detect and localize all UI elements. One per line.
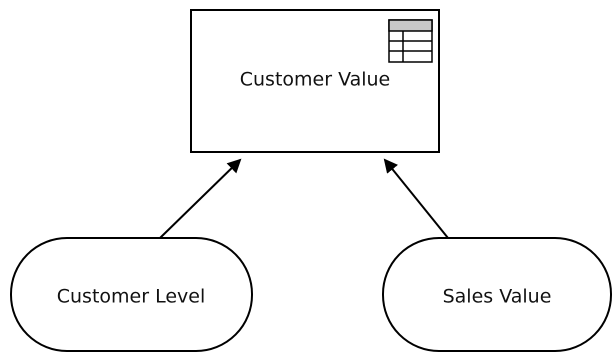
node-customer-value[interactable]: Customer Value: [190, 9, 440, 153]
edge-sales-value-to-customer-value: [383, 158, 449, 239]
node-label-customer-value: Customer Value: [240, 69, 391, 91]
node-label-customer-level: Customer Level: [57, 286, 205, 308]
node-sales-value[interactable]: Sales Value: [382, 237, 612, 352]
edge-customer-level-to-customer-value: [159, 158, 242, 239]
node-customer-level[interactable]: Customer Level: [10, 237, 253, 352]
node-label-sales-value: Sales Value: [443, 286, 552, 308]
table-icon: [388, 19, 433, 63]
